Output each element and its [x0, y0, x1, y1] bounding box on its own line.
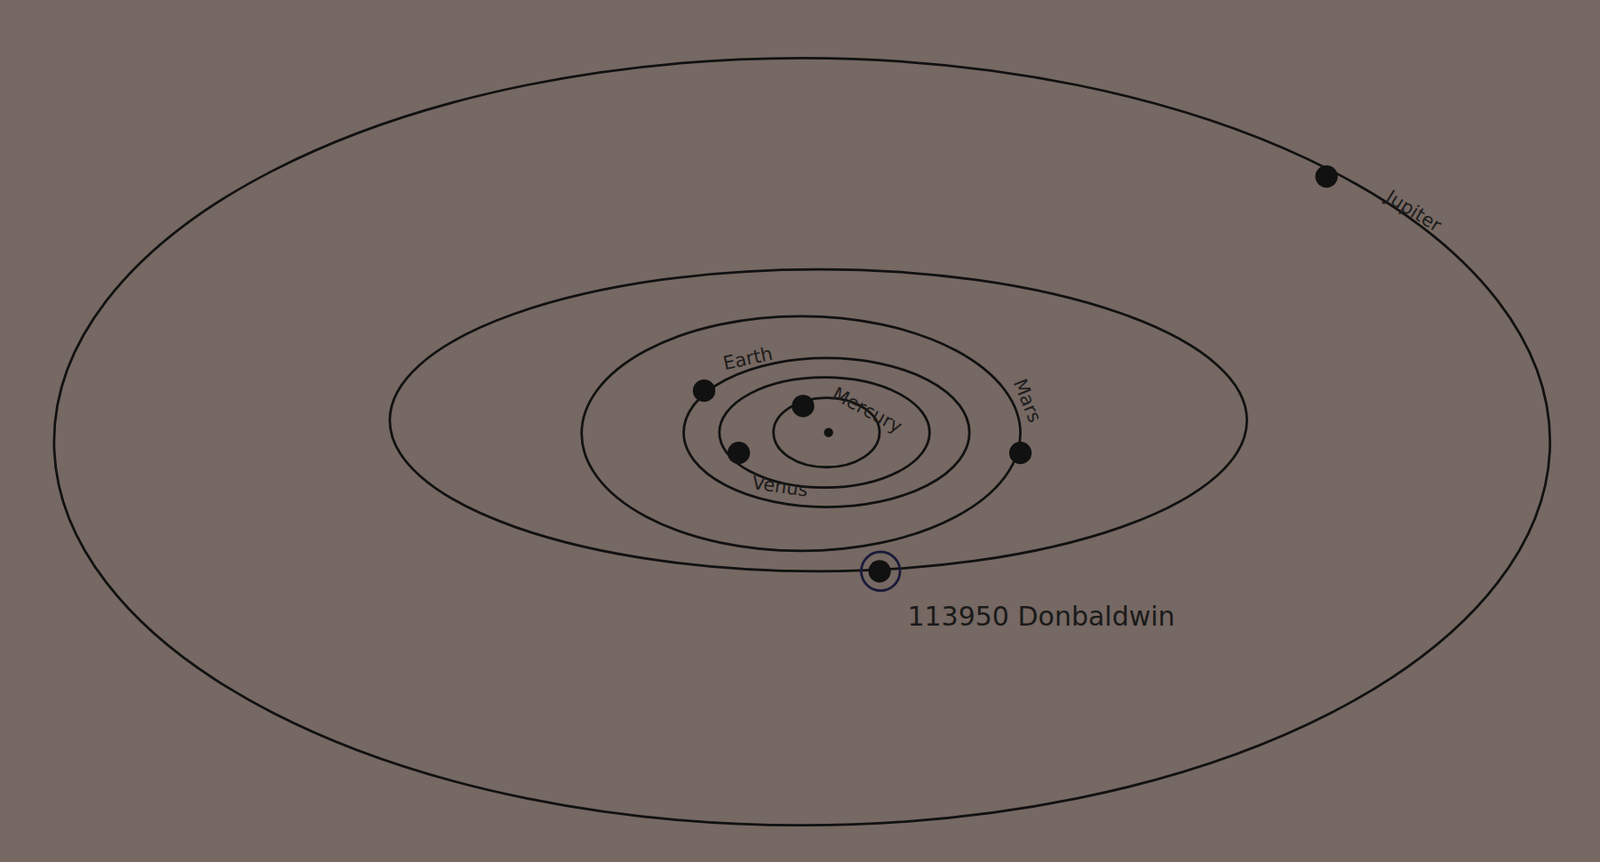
planet-label: Earth — [721, 344, 774, 374]
venus-orbit — [719, 377, 931, 488]
mars-orbit — [581, 316, 1021, 551]
venus-dot — [727, 441, 750, 464]
mercury-dot — [791, 394, 814, 417]
asteroid-dot — [867, 559, 891, 582]
planet-label: Mercury — [828, 384, 905, 438]
planet-label: Mars — [1010, 376, 1044, 426]
asteroid-label: 113950 Donbaldwin — [907, 603, 1175, 630]
jupiter-dot — [1315, 165, 1338, 188]
sun-dot — [823, 428, 833, 438]
asteroid-ring — [860, 551, 900, 591]
asteroid-orbit — [390, 269, 1248, 572]
planet-label: Jupiter — [1382, 187, 1444, 236]
jupiter-orbit — [54, 57, 1551, 825]
earth-dot — [692, 379, 716, 402]
planet-label: Venus — [750, 473, 810, 501]
mars-dot — [1009, 441, 1032, 464]
earth-orbit — [684, 358, 971, 508]
